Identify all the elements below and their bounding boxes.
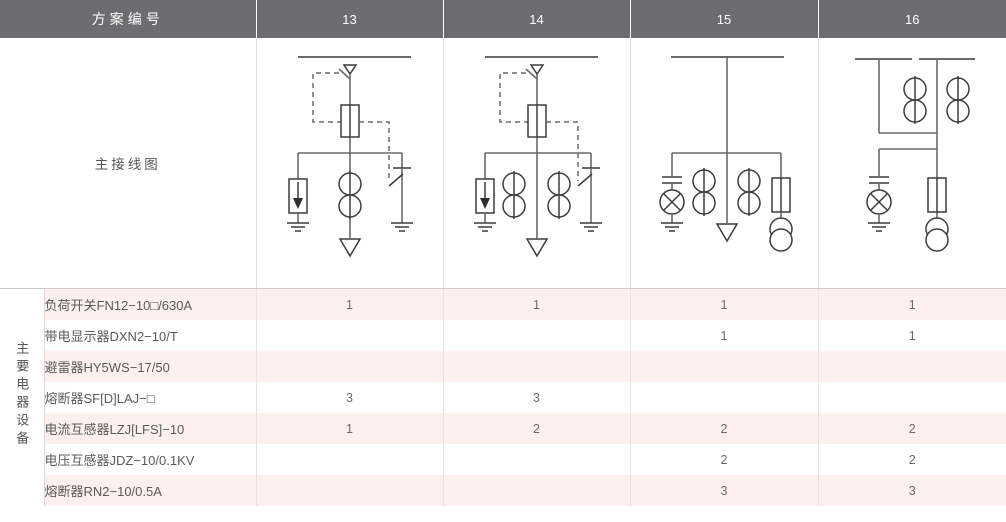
busbar-tap-icon (342, 64, 357, 76)
equipment-name: 熔断器RN2−10/0.5A (44, 475, 257, 506)
outgoing-feeder-arrow (715, 223, 739, 243)
outgoing-feeder-arrow (338, 238, 361, 258)
equipment-name: 带电显示器DXN2−10/T (44, 320, 257, 351)
equipment-section-label-text: 主要电器设备 (14, 341, 30, 449)
equipment-qty (818, 351, 1006, 382)
equipment-qty: 2 (630, 444, 819, 475)
equipment-qty (443, 351, 631, 382)
table-row: 熔断器SF[D]LAJ−□ 3 3 (0, 382, 1006, 413)
equipment-name: 电流互感器LZJ[LFS]−10 (44, 413, 257, 444)
equipment-qty (630, 382, 819, 413)
equipment-qty: 1 (630, 288, 819, 320)
equipment-qty (443, 320, 631, 351)
equipment-qty: 2 (818, 444, 1006, 475)
equipment-qty (443, 475, 631, 506)
equipment-qty (256, 444, 444, 475)
diagram-scheme-13 (256, 38, 444, 289)
equipment-qty: 1 (630, 320, 819, 351)
load-switch-blade (524, 68, 538, 80)
scheme-table: 方案编号 13 14 15 16 主接线图 (0, 0, 1006, 506)
single-line-diagram-13 (286, 56, 413, 258)
table-row: 电流互感器LZJ[LFS]−10 1 2 2 2 (0, 413, 1006, 444)
diagram-row-label: 主接线图 (0, 38, 257, 289)
equipment-qty (256, 351, 444, 382)
header-col-14: 14 (443, 0, 631, 38)
equipment-qty: 1 (256, 413, 444, 444)
equipment-name: 电压互感器JDZ−10/0.1KV (44, 444, 257, 475)
equipment-qty: 2 (818, 413, 1006, 444)
header-col-16: 16 (818, 0, 1006, 38)
outgoing-feeder-arrow (525, 238, 548, 258)
load-switch-blade (337, 68, 351, 80)
single-line-diagram-16 (855, 58, 976, 252)
equipment-qty (256, 320, 444, 351)
diagram-scheme-16 (818, 38, 1006, 289)
earthing-switch-linkage (358, 121, 390, 181)
table-header-row: 方案编号 13 14 15 16 (0, 0, 1006, 38)
diagram-scheme-14 (443, 38, 631, 289)
equipment-qty: 1 (818, 320, 1006, 351)
table-row: 熔断器RN2−10/0.5A 3 3 (0, 475, 1006, 506)
equipment-qty: 3 (443, 382, 631, 413)
voltage-transformer-icon (925, 228, 949, 252)
equipment-qty (818, 382, 1006, 413)
header-col-13: 13 (256, 0, 444, 38)
single-line-diagram-15 (659, 56, 793, 252)
arrester-arrow-head (292, 198, 303, 209)
switch-mechanism-linkage (498, 72, 528, 123)
voltage-transformer-icon (769, 228, 793, 252)
equipment-qty: 1 (443, 288, 631, 320)
equipment-qty (443, 444, 631, 475)
equipment-qty (630, 351, 819, 382)
equipment-qty: 2 (630, 413, 819, 444)
arrester-arrow-head (479, 198, 490, 209)
table-row: 电压互感器JDZ−10/0.1KV 2 2 (0, 444, 1006, 475)
equipment-name: 负荷开关FN12−10□/630A (44, 288, 257, 320)
equipment-name: 熔断器SF[D]LAJ−□ (44, 382, 257, 413)
single-line-diagram-14 (473, 56, 602, 258)
header-col-15: 15 (630, 0, 819, 38)
diagram-scheme-15 (630, 38, 819, 289)
live-display-cross-2 (662, 192, 682, 212)
equipment-section-label: 主要电器设备 (0, 288, 45, 506)
earthing-switch-linkage (545, 121, 579, 181)
table-row: 避雷器HY5WS−17/50 (0, 351, 1006, 382)
equipment-qty: 3 (256, 382, 444, 413)
equipment-qty: 1 (256, 288, 444, 320)
header-scheme-title: 方案编号 (0, 0, 257, 38)
busbar-tap-icon (529, 64, 544, 76)
switch-mechanism-linkage (311, 72, 341, 123)
live-display-cross-2 (870, 192, 889, 212)
earthing-switch-blade (577, 173, 592, 187)
diagram-row: 主接线图 (0, 38, 1006, 289)
table-row: 带电显示器DXN2−10/T 1 1 (0, 320, 1006, 351)
equipment-qty: 1 (818, 288, 1006, 320)
equipment-name: 避雷器HY5WS−17/50 (44, 351, 257, 382)
earthing-switch-blade (388, 173, 403, 187)
table-row: 主要电器设备 负荷开关FN12−10□/630A 1 1 1 1 (0, 288, 1006, 506)
equipment-qty: 3 (818, 475, 1006, 506)
equipment-qty: 3 (630, 475, 819, 506)
equipment-qty: 2 (443, 413, 631, 444)
equipment-qty (256, 475, 444, 506)
